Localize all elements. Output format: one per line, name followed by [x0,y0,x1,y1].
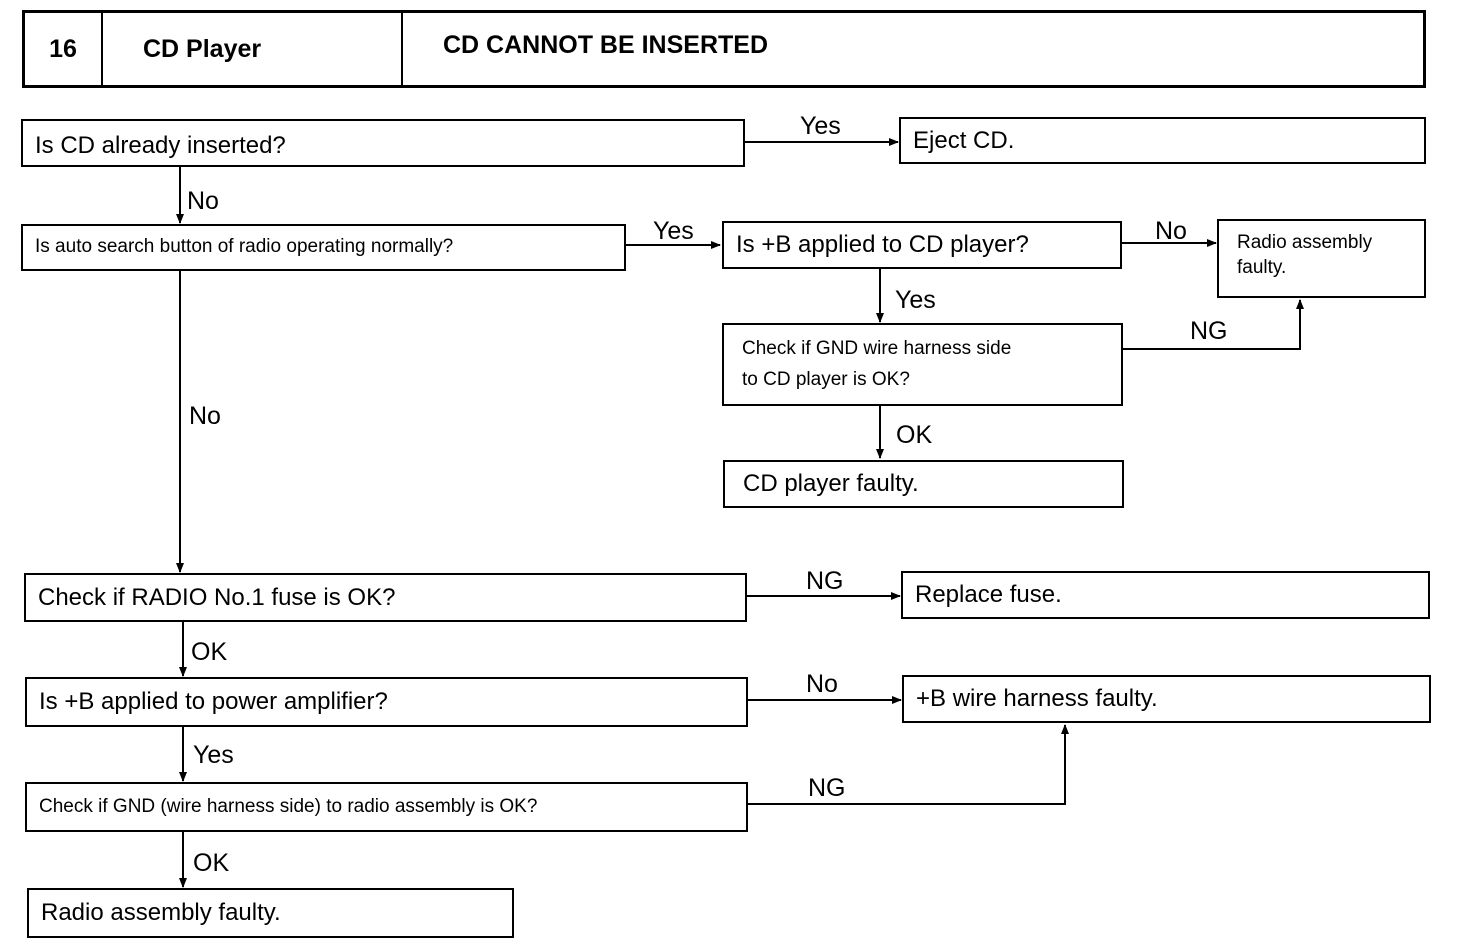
node-gnd-cd-line2: to CD player is OK? [742,368,910,390]
label-inserted-yes: Yes [800,112,841,140]
label-gndradio-ok: OK [193,849,230,877]
node-replace-fuse: Replace fuse. [901,571,1430,619]
node-fuse: Check if RADIO No.1 fuse is OK? [24,573,747,622]
node-cd-inserted: Is CD already inserted? [21,119,745,167]
node-radio-faulty-1-line1: Radio assembly [1237,232,1373,253]
label-bamp-yes: Yes [193,741,234,769]
header-number: 16 [25,13,103,85]
node-gnd-cd-line1: Check if GND wire harness side [742,338,1012,360]
node-b-amp: Is +B applied to power amplifier? [25,677,748,727]
node-radio-faulty-1-line2: faulty. [1237,256,1287,278]
node-radio-faulty-2: Radio assembly faulty. [27,888,514,938]
label-bcd-no: No [1155,217,1187,245]
edge-gndcd-ng [1123,299,1304,350]
label-bcd-yes: Yes [895,286,936,314]
label-bamp-no: No [806,670,838,698]
node-gnd-radio: Check if GND (wire harness side) to radi… [25,782,748,832]
header-table: 16 CD Player CD CANNOT BE INSERTED [22,10,1426,88]
label-fuse-ng: NG [806,567,844,595]
edge-gndradio-ng [748,724,1069,805]
label-gndcd-ok: OK [896,421,933,449]
node-eject-cd: Eject CD. [899,117,1426,164]
label-gndradio-ng: NG [808,774,846,802]
node-radio-faulty-1: Radio assembly faulty. [1217,219,1426,298]
node-b-cd-player: Is +B applied to CD player? [722,221,1122,269]
label-auto-yes: Yes [653,217,694,245]
node-gnd-cd: Check if GND wire harness side to CD pla… [722,323,1123,406]
label-fuse-ok: OK [191,638,228,666]
node-auto-search: Is auto search button of radio operating… [21,224,626,271]
label-inserted-no: No [187,187,219,215]
node-cd-player-faulty: CD player faulty. [723,460,1124,508]
node-b-harness-faulty: +B wire harness faulty. [902,675,1431,723]
label-gndcd-ng: NG [1190,317,1228,345]
label-auto-no: No [189,402,221,430]
header-symptom: CD CANNOT BE INSERTED [443,30,769,59]
header-system: CD Player [103,13,403,85]
